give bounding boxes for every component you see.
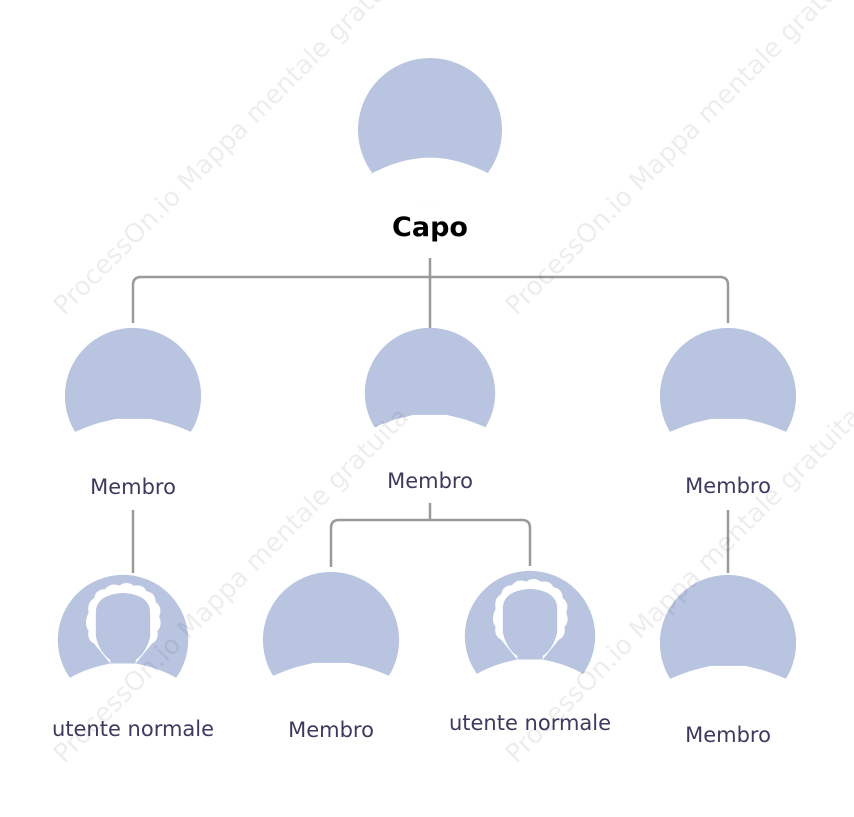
connector-line bbox=[430, 518, 532, 566]
node-label-membro-3: Membro bbox=[685, 474, 771, 498]
user-long-hair-icon bbox=[659, 327, 797, 466]
node-label-utente-normale-2: utente normale bbox=[448, 711, 612, 735]
node-label-membro-1: Membro bbox=[90, 475, 176, 499]
node-label-utente-normale-1: utente normale bbox=[51, 717, 215, 741]
connector-line bbox=[131, 275, 430, 323]
user-curly-hair-icon bbox=[464, 570, 596, 703]
user-long-hair-icon bbox=[364, 327, 496, 460]
user-long-hair-icon bbox=[659, 574, 797, 713]
avatars bbox=[57, 57, 797, 713]
node-label-capo: Capo bbox=[392, 212, 468, 243]
user-curly-hair-icon bbox=[57, 574, 189, 707]
node-label-membro-2: Membro bbox=[387, 469, 473, 493]
node-label-membro-4: Membro bbox=[288, 718, 374, 742]
connectors bbox=[131, 258, 730, 573]
connector-line bbox=[430, 275, 730, 323]
user-long-hair-icon bbox=[262, 571, 400, 710]
connector-line bbox=[329, 518, 430, 567]
node-label-membro-5: Membro bbox=[685, 723, 771, 747]
user-short-hair-icon bbox=[357, 57, 503, 203]
user-long-hair-icon bbox=[64, 327, 202, 466]
